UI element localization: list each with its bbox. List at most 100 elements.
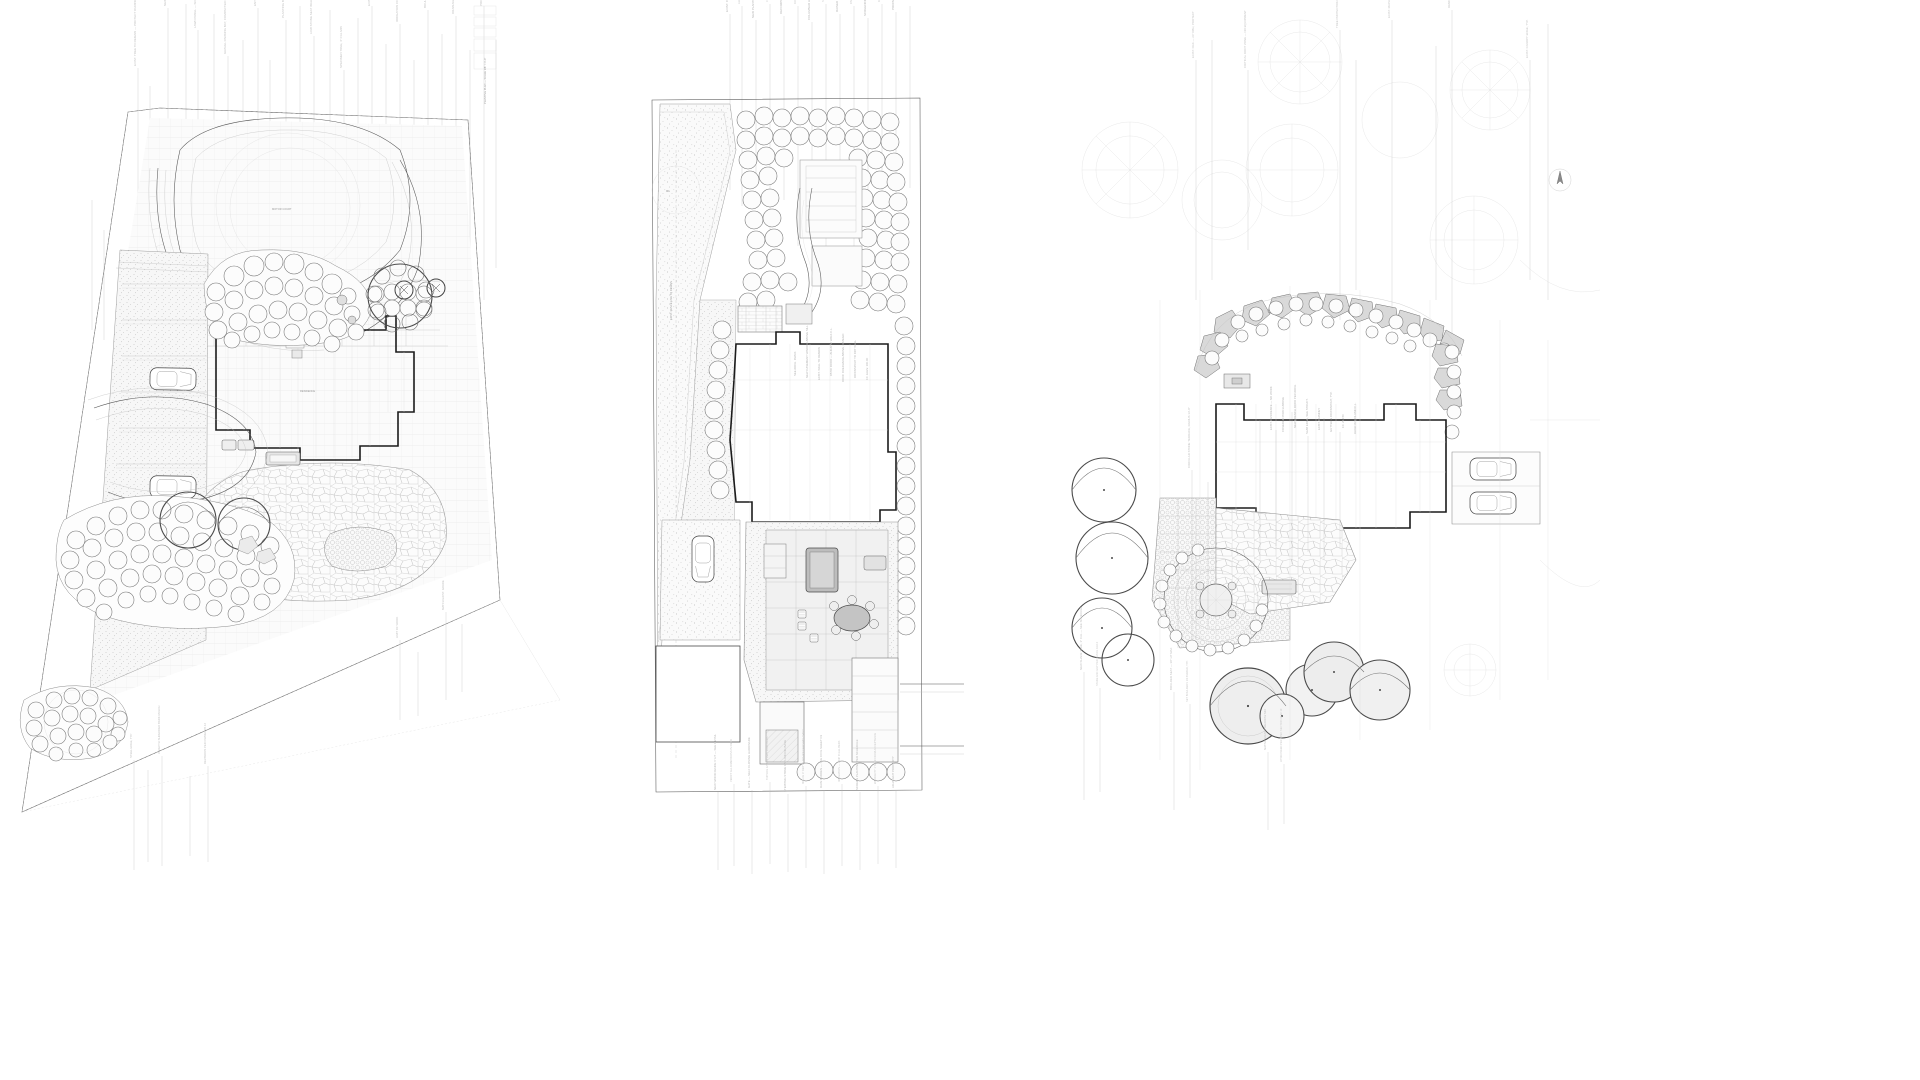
svg-text:LAWN PANEL — SOD, SEE SPEC.: LAWN PANEL — SOD, SEE SPEC. xyxy=(193,0,197,28)
svg-text:EXIST. MAPLE — 18" DBH: EXIST. MAPLE — 18" DBH xyxy=(1387,0,1391,18)
svg-text:ENTRY COURT PAVING — STONE UNI: ENTRY COURT PAVING — STONE UNIT PAVER xyxy=(253,0,257,6)
svg-text:F.F. ELEV. 100.00: F.F. ELEV. 100.00 xyxy=(865,357,869,380)
house-interior-notes: NEW CASEMENT WINDOW ABOVE SILL EXIST. WA… xyxy=(793,325,869,382)
svg-text:3" DEPTH SHREDDED BARK MULCH: 3" DEPTH SHREDDED BARK MULCH xyxy=(157,706,161,754)
svg-text:STEPPING STONE PATH ON DG BASE: STEPPING STONE PATH ON DG BASE xyxy=(783,740,787,792)
svg-text:ROOF OVERHANG ABOVE, DASHED: ROOF OVERHANG ABOVE, DASHED xyxy=(841,334,845,382)
svg-text:LIMIT OF WORK: LIMIT OF WORK xyxy=(395,617,399,638)
svg-text:REVISIONS PER OWNER 05.12: REVISIONS PER OWNER 05.12 xyxy=(203,723,207,764)
svg-text:GATE — SELF CLOSING HARDWARE: GATE — SELF CLOSING HARDWARE xyxy=(747,737,751,788)
svg-text:NEW WOOD FENCE 6' HT — SEE DET: NEW WOOD FENCE 6' HT — SEE DETAIL xyxy=(713,734,717,790)
driveway-right xyxy=(1451,451,1541,525)
svg-text:RAIN GARDEN — SEE CIVIL SHEET: RAIN GARDEN — SEE CIVIL SHEET C3 xyxy=(819,734,823,788)
svg-text:ADJACENT PROPERTY: ADJACENT PROPERTY xyxy=(891,756,895,788)
svg-text:BOULDER OUTCROP — SET 1/3 BURI: BOULDER OUTCROP — SET 1/3 BURIED xyxy=(423,0,427,8)
svg-text:BOULDER SEAT — 30" HT MAX: BOULDER SEAT — 30" HT MAX xyxy=(1169,647,1173,690)
plan-center-bottom-notes: NEW WOOD FENCE 6' HT — SEE DETAIL GATE —… xyxy=(713,729,897,874)
circular-terrace-right xyxy=(1153,543,1269,657)
svg-text:IRRIGATION CONTROLLER — SEE L7: IRRIGATION CONTROLLER — SEE L7.0 xyxy=(395,0,399,22)
svg-text:NEW FRENCH DOOR PER ARCH.: NEW FRENCH DOOR PER ARCH. xyxy=(1293,384,1297,428)
plan-left-bottom-notes: STEEL EDGE, TYP 3" DEPTH SHREDDED BARK M… xyxy=(129,580,463,870)
svg-text:EXIST. OAK — 24" DBH, PROTECT: EXIST. OAK — 24" DBH, PROTECT xyxy=(1191,11,1195,58)
svg-text:EXIST. CANOPY EDGE, TYP.: EXIST. CANOPY EDGE, TYP. xyxy=(1525,19,1529,58)
svg-text:FINISH GRADE 1" BELOW ADJACENT: FINISH GRADE 1" BELOW ADJACENT PAVING xyxy=(849,0,853,4)
svg-text:SCREEN PLANTING PER SCHEDULE: SCREEN PLANTING PER SCHEDULE xyxy=(855,739,859,790)
svg-text:RESIDENCE: RESIDENCE xyxy=(300,389,315,393)
dining-table xyxy=(833,604,871,632)
plan-right[interactable]: EXIST. OAK — 24" DBH, PROTECT CRITICAL R… xyxy=(1071,0,1572,830)
plan-center[interactable]: EXIST. CONC. WALK TO REMAIN NEW PLANTING… xyxy=(651,0,964,874)
svg-text:PLANTING BED — SHRUB MASS, SEE: PLANTING BED — SHRUB MASS, SEE SCHEDULE xyxy=(281,0,285,18)
tree-cluster-right-lower xyxy=(1209,641,1497,745)
driveway-center xyxy=(659,519,787,641)
tree-grove-left-bottom xyxy=(19,685,129,762)
svg-text:EXIST. CHIMNEY: EXIST. CHIMNEY xyxy=(1317,408,1321,430)
bench xyxy=(1261,579,1297,595)
vehicle-outline xyxy=(1469,491,1517,515)
svg-text:F.F. 254.50: F.F. 254.50 xyxy=(1341,414,1345,428)
svg-text:ROOT BARRIER WHERE ADJACENT TO: ROOT BARRIER WHERE ADJACENT TO PAVING xyxy=(793,0,797,4)
svg-text:CONTRACTOR TO VERIFY ALL UTILI: CONTRACTOR TO VERIFY ALL UTILITIES PRIOR… xyxy=(765,0,769,2)
svg-text:EXIST. WALL TO REMAIN: EXIST. WALL TO REMAIN xyxy=(817,347,821,380)
svg-text:EXIST. CONC. WALK TO REMAIN: EXIST. CONC. WALK TO REMAIN xyxy=(725,0,729,12)
svg-text:SPECIMEN TREE, 4" CAL MIN: SPECIMEN TREE, 4" CAL MIN xyxy=(339,26,343,68)
svg-text:SET BOULDERS 1/3 BURIED, TYP.: SET BOULDERS 1/3 BURIED, TYP. xyxy=(1185,660,1189,702)
entry-stoop-center xyxy=(737,303,813,333)
svg-text:NEW SHADE TREE, 3" CAL — SEE S: NEW SHADE TREE, 3" CAL — SEE SCHEDULE xyxy=(1079,607,1083,670)
patio-furniture-left xyxy=(221,439,301,466)
svg-text:MOTOR COURT: MOTOR COURT xyxy=(272,207,292,211)
plan-right-grid xyxy=(1159,286,1549,770)
svg-text:TOPSOIL 12" MIN DEPTH ALL BEDS: TOPSOIL 12" MIN DEPTH ALL BEDS xyxy=(765,736,769,780)
svg-text:EXIST. RESIDENCE — NO WORK: EXIST. RESIDENCE — NO WORK xyxy=(1269,386,1273,430)
svg-text:HYDROSEED PER SPEC SECTION 32: HYDROSEED PER SPEC SECTION 32 92 19 xyxy=(1279,708,1283,762)
svg-text:SEE ARCH. DWGS: SEE ARCH. DWGS xyxy=(793,351,797,376)
svg-text:IRRIGATION — DRIP IN ALL BEDS: IRRIGATION — DRIP IN ALL BEDS xyxy=(837,740,841,782)
svg-text:VERIFY ALL DIMENSIONS IN FIELD: VERIFY ALL DIMENSIONS IN FIELD xyxy=(729,739,733,782)
svg-text:EXIST. GRADE TO BE FEATHERED T: EXIST. GRADE TO BE FEATHERED TO MATCH xyxy=(367,0,371,6)
svg-text:SCREENING EVERGREENS, 8' HT MI: SCREENING EVERGREENS, 8' HT MIN xyxy=(863,0,867,16)
svg-text:NEW CONC. CURB EDGE, TYP. SEE: NEW CONC. CURB EDGE, TYP. SEE DETAIL 3/L… xyxy=(163,0,167,6)
svg-text:NEW CASEMENT WINDOW ABOVE SILL: NEW CASEMENT WINDOW ABOVE SILL xyxy=(805,325,809,378)
svg-text:GRAVEL PARKING BAY, COMPACTED: GRAVEL PARKING BAY, COMPACTED BASE xyxy=(223,0,227,54)
hedge-rows-center-flank xyxy=(704,316,916,636)
svg-text:DRAINAGE SWALE @ 2% MIN SLOPE: DRAINAGE SWALE @ 2% MIN SLOPE xyxy=(451,0,455,14)
svg-text:LOW STONE SEAT WALL, 18" HT: LOW STONE SEAT WALL, 18" HT xyxy=(309,0,313,34)
svg-text:NEW PLANTING BED — SEE SCHEDUL: NEW PLANTING BED — SEE SCHEDULE L2.1 xyxy=(751,0,755,18)
outdoor-furniture-center xyxy=(797,547,887,643)
svg-text:CIRCULAR STONE TERRACE, RADIUS: CIRCULAR STONE TERRACE, RADIUS 13'-0" xyxy=(1187,407,1191,468)
svg-text:SLAB EDGE, SEE STRUCT.: SLAB EDGE, SEE STRUCT. xyxy=(1305,398,1309,434)
svg-text:COVERED PORCH ABOVE: COVERED PORCH ABOVE xyxy=(1281,397,1285,432)
plan-left[interactable]: EXIST. TREE TO REMAIN — PROTECT DURING C… xyxy=(19,0,501,870)
svg-text:PROPERTY LINE / FENCE LINE: PROPERTY LINE / FENCE LINE xyxy=(891,0,895,10)
vehicle-outline xyxy=(1469,457,1517,481)
svg-text:TREE PROTECTION FENCE AT DRIPL: TREE PROTECTION FENCE AT DRIPLINE xyxy=(1335,0,1339,28)
plan-left-titleblock-stack: PLANTING PLAN — SCALE 1/8" = 1'-0" xyxy=(473,5,497,104)
lower-structures-center xyxy=(655,645,964,782)
svg-text:NATIVE GRASS MEADOW MIX: NATIVE GRASS MEADOW MIX xyxy=(1263,709,1267,750)
svg-text:DG: DG xyxy=(666,189,670,193)
svg-text:WARRANTY 1 YEAR FROM ACCEPTANC: WARRANTY 1 YEAR FROM ACCEPTANCE xyxy=(873,733,877,784)
svg-text:ALIGN W/ COLUMN C.L.: ALIGN W/ COLUMN C.L. xyxy=(1353,402,1357,434)
svg-text:COLUMNAR HEDGE ROW @ 30" O.C.: COLUMNAR HEDGE ROW @ 30" O.C. xyxy=(807,0,811,20)
curved-walkway-center xyxy=(796,187,822,313)
svg-text:ALL PLANT MATERIAL TO BE NURSE: ALL PLANT MATERIAL TO BE NURSERY GROWN xyxy=(737,0,741,4)
house-footprint-center[interactable]: NEW CASEMENT WINDOW ABOVE SILL EXIST. WA… xyxy=(729,325,897,523)
svg-text:SEE CIVIL FOR GRADING AND DRAI: SEE CIVIL FOR GRADING AND DRAINAGE xyxy=(821,0,825,2)
plan-right-notes: NEW SHADE TREE, 3" CAL — SEE SCHEDULE BO… xyxy=(1079,407,1341,830)
svg-text:EXIST. FENCE LINE TO REMAIN: EXIST. FENCE LINE TO REMAIN xyxy=(669,281,673,320)
house-footprint-right[interactable]: EXIST. RESIDENCE — NO WORK COVERED PORCH… xyxy=(1215,373,1447,547)
boulder-column-right xyxy=(1431,343,1463,440)
svg-text:DECOMPOSED GRANITE PATH, 4' WI: DECOMPOSED GRANITE PATH, 4' WIDE xyxy=(779,0,783,14)
shrub-mass-left-upper xyxy=(203,249,373,353)
svg-text:RAISED PLANTER, CIP CONC.: RAISED PLANTER, CIP CONC. xyxy=(835,0,839,12)
existing-canopies-right: EXIST. OAK — 24" DBH, PROTECT CRITICAL R… xyxy=(1081,0,1549,340)
side-table xyxy=(863,555,887,571)
svg-text:PROPERTY LINE PER SURVEY: PROPERTY LINE PER SURVEY xyxy=(479,0,483,6)
svg-text:STAKE AND GUY PER DETAIL 1/L6.: STAKE AND GUY PER DETAIL 1/L6.0 xyxy=(1095,641,1099,686)
boulder-cluster-left xyxy=(237,535,277,565)
svg-text:MATCH EXIST. GRADE: MATCH EXIST. GRADE xyxy=(441,580,445,610)
shrub-field-left-lower xyxy=(55,491,296,629)
svg-text:STEEL EDGE, TYP: STEEL EDGE, TYP xyxy=(129,733,133,758)
svg-text:REMOVE DEADWOOD, CERTIFIED ARB: REMOVE DEADWOOD, CERTIFIED ARBORIST xyxy=(1447,0,1451,8)
